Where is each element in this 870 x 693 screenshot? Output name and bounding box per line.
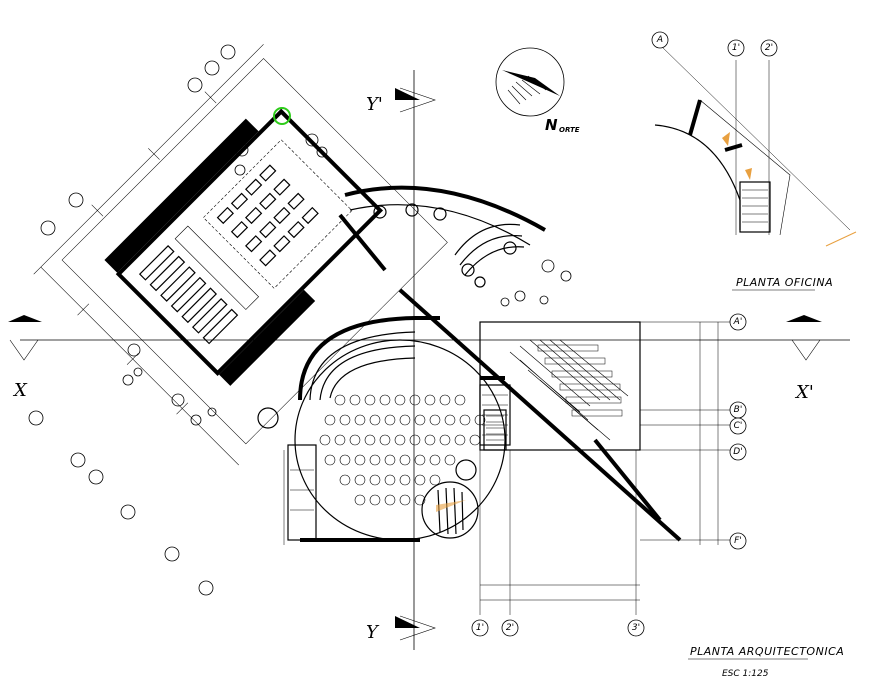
rotunda-seating [319, 394, 486, 506]
svg-text:B': B' [734, 405, 743, 415]
office-inset [654, 44, 857, 247]
diagonal-grid-bubbles [28, 44, 236, 596]
drawing-title: PLANTA ARQUITECTONICA [690, 645, 844, 658]
grid-bubbles-bottom: 1' 2' 3' [471, 619, 645, 637]
grid-bubble-inset-1: 1' [727, 39, 745, 57]
grid-bubble-right-f: F' [729, 532, 747, 550]
svg-text:A: A [656, 35, 663, 45]
svg-text:D': D' [733, 447, 742, 457]
grid-bubbles-inset: 1' 2' A [651, 31, 778, 57]
cut-label-x-left: X [12, 380, 28, 401]
north-suffix: ORTE [559, 126, 580, 134]
grid-bubble-bottom-1: 1' [471, 619, 489, 637]
grid-bubble-right-d: D' [729, 443, 747, 461]
cut-label-y-bottom: Y [366, 622, 380, 643]
cut-axes [8, 70, 850, 650]
svg-text:3': 3' [632, 623, 640, 633]
grid-bubble-inset-2: 2' [760, 39, 778, 57]
diagonal-walls [338, 213, 682, 542]
grid-bubble-inset-a: A [651, 31, 669, 49]
grid-bubble-right-c: C' [729, 417, 747, 435]
grid-bubble-bottom-2: 2' [501, 619, 519, 637]
svg-text:A': A' [733, 317, 743, 327]
north-arrow-icon [495, 47, 565, 117]
vegetation [122, 107, 572, 426]
svg-text:F': F' [734, 536, 742, 546]
central-block [257, 185, 546, 542]
north-label: N [545, 116, 558, 134]
drawing-scale: ESC 1:125 [722, 669, 769, 679]
grid-bubble-bottom-3: 3' [627, 619, 645, 637]
cafe-tables [373, 203, 517, 288]
grid-bubble-right-a: A' [729, 313, 747, 331]
svg-text:1': 1' [732, 43, 740, 53]
svg-text:2': 2' [506, 623, 514, 633]
auditorium-right [479, 321, 641, 451]
rotated-wing [33, 44, 448, 466]
classroom-benches [138, 225, 260, 345]
svg-text:C': C' [734, 421, 743, 431]
auditorium-seats [537, 344, 623, 417]
reading-tables [203, 139, 353, 289]
svg-text:1': 1' [476, 623, 484, 633]
inset-title: PLANTA OFICINA [736, 276, 833, 289]
cut-label-y-top: Y' [366, 94, 383, 115]
grid-bubble-right-b: B' [729, 401, 747, 419]
grid-bubbles-right: A' B' C' D' F' [729, 313, 747, 550]
cut-label-x-right: X' [794, 382, 814, 403]
dimension-lines [283, 321, 735, 615]
svg-text:2': 2' [765, 43, 773, 53]
